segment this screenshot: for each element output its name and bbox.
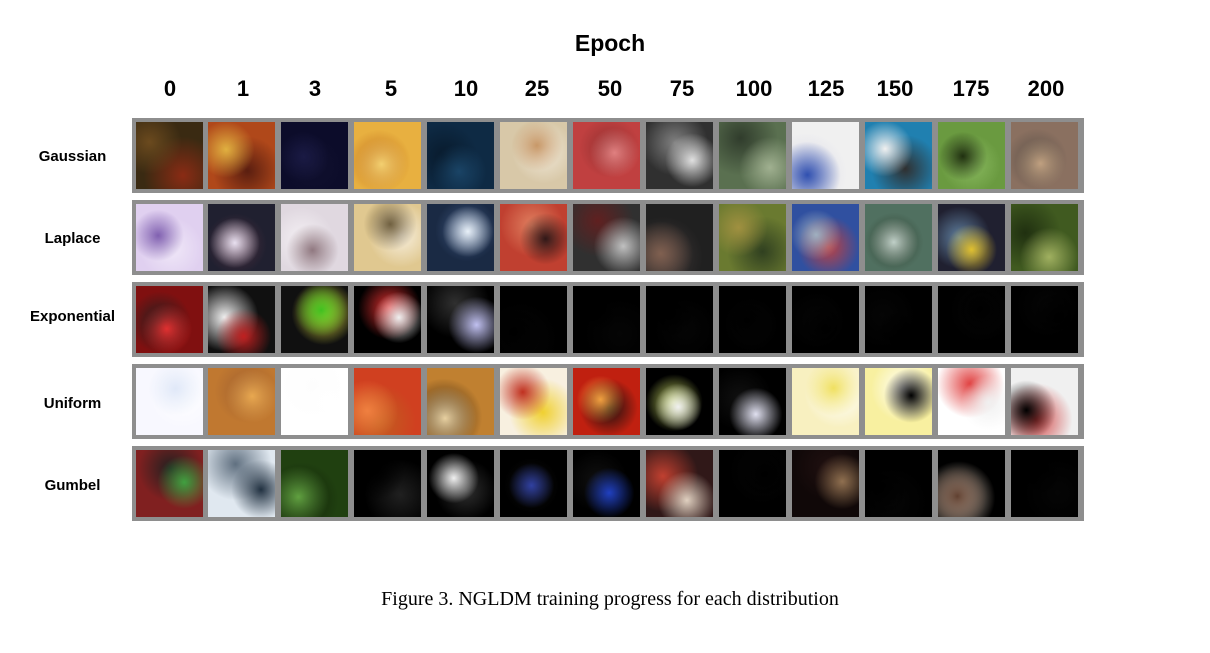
sample-image xyxy=(938,450,1005,517)
sample-image xyxy=(646,122,713,189)
figure-caption: Figure 3. NGLDM training progress for ea… xyxy=(381,588,839,610)
sample-image xyxy=(354,122,421,189)
sample-image xyxy=(719,450,786,517)
sample-image xyxy=(208,286,275,353)
sample-image xyxy=(427,122,494,189)
sample-image xyxy=(208,368,275,435)
sample-image xyxy=(646,450,713,517)
sample-image xyxy=(573,286,640,353)
sample-image xyxy=(136,450,203,517)
sample-image xyxy=(427,450,494,517)
sample-image xyxy=(354,204,421,271)
sample-image xyxy=(719,368,786,435)
sample-image xyxy=(208,450,275,517)
row-label: Uniform xyxy=(43,395,102,412)
epoch-label: 10 xyxy=(453,76,479,101)
sample-image xyxy=(573,204,640,271)
sample-image xyxy=(500,122,567,189)
row-label: Exponential xyxy=(29,308,115,325)
epoch-label: 150 xyxy=(876,76,914,101)
sample-image xyxy=(1011,204,1078,271)
sample-image xyxy=(719,204,786,271)
sample-image xyxy=(281,286,348,353)
epoch-label: 1 xyxy=(236,76,250,101)
sample-image xyxy=(865,450,932,517)
sample-image xyxy=(500,368,567,435)
sample-image xyxy=(646,204,713,271)
sample-image xyxy=(354,368,421,435)
sample-image xyxy=(646,368,713,435)
image-row xyxy=(132,446,1084,521)
epoch-label: 3 xyxy=(308,76,322,101)
sample-image xyxy=(719,286,786,353)
axis-title: Epoch xyxy=(574,30,646,56)
sample-image xyxy=(427,204,494,271)
sample-image xyxy=(1011,286,1078,353)
epoch-label: 50 xyxy=(597,76,623,101)
epoch-label: 175 xyxy=(952,76,990,101)
sample-image xyxy=(938,122,1005,189)
sample-image xyxy=(573,122,640,189)
sample-image xyxy=(281,368,348,435)
sample-image xyxy=(938,204,1005,271)
image-row xyxy=(132,200,1084,275)
sample-image xyxy=(208,204,275,271)
sample-image xyxy=(208,122,275,189)
sample-image xyxy=(938,368,1005,435)
sample-image xyxy=(354,286,421,353)
epoch-label: 5 xyxy=(384,76,398,101)
row-label: Gaussian xyxy=(38,148,107,165)
sample-image xyxy=(1011,122,1078,189)
row-label: Gumbel xyxy=(44,477,101,494)
sample-image xyxy=(865,122,932,189)
sample-image xyxy=(792,368,859,435)
epoch-label: 200 xyxy=(1027,76,1065,101)
sample-image xyxy=(136,122,203,189)
image-row xyxy=(132,364,1084,439)
image-row xyxy=(132,282,1084,357)
sample-image xyxy=(500,204,567,271)
sample-image xyxy=(281,122,348,189)
sample-image xyxy=(573,450,640,517)
sample-image xyxy=(938,286,1005,353)
sample-image xyxy=(646,286,713,353)
sample-image xyxy=(500,286,567,353)
sample-image xyxy=(792,286,859,353)
sample-image xyxy=(865,204,932,271)
sample-image xyxy=(792,122,859,189)
sample-image xyxy=(792,450,859,517)
image-row xyxy=(132,118,1084,193)
epoch-label: 100 xyxy=(735,76,773,101)
sample-image xyxy=(792,204,859,271)
sample-image xyxy=(427,286,494,353)
sample-image xyxy=(719,122,786,189)
sample-image xyxy=(136,286,203,353)
sample-image xyxy=(136,368,203,435)
row-label: Laplace xyxy=(44,230,101,247)
sample-image xyxy=(354,450,421,517)
epoch-label: 0 xyxy=(163,76,177,101)
sample-image xyxy=(1011,450,1078,517)
sample-image xyxy=(1011,368,1078,435)
sample-image xyxy=(865,286,932,353)
sample-image xyxy=(427,368,494,435)
epoch-label: 25 xyxy=(524,76,550,101)
sample-image xyxy=(500,450,567,517)
sample-image xyxy=(281,204,348,271)
sample-image xyxy=(573,368,640,435)
epoch-label: 75 xyxy=(669,76,695,101)
sample-image xyxy=(136,204,203,271)
epoch-label: 125 xyxy=(807,76,845,101)
sample-image xyxy=(281,450,348,517)
sample-image xyxy=(865,368,932,435)
